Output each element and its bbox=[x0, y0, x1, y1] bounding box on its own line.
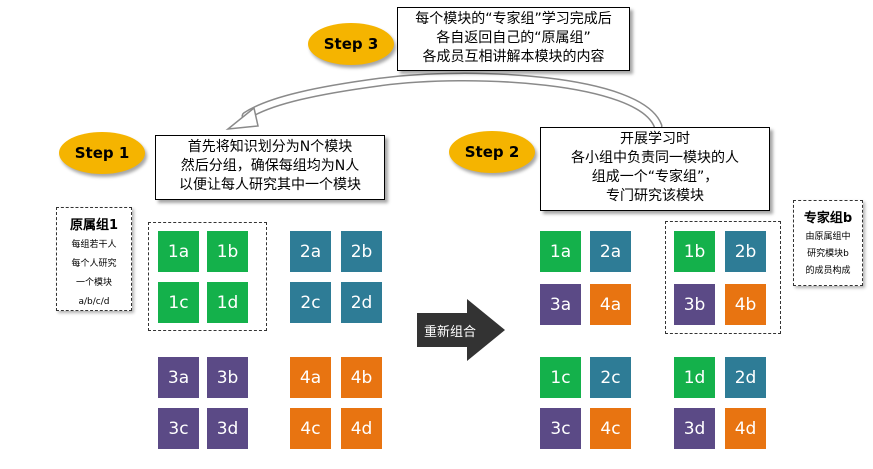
tile: 2d bbox=[725, 357, 766, 398]
expert-group-line: 的成员构成 bbox=[805, 266, 851, 276]
step3-line: 各成员互相讲解本模块的内容 bbox=[422, 49, 605, 65]
expert-group-title: 专家组b bbox=[803, 211, 853, 226]
tile: 3d bbox=[207, 408, 248, 449]
home-group-title: 原属组1 bbox=[69, 218, 119, 233]
tile: 3b bbox=[207, 357, 248, 398]
tile: 3c bbox=[540, 408, 581, 449]
step2-line: 专门研究该模块 bbox=[606, 188, 704, 204]
step2-description: 开展学习时 各小组中负责同一模块的人 组成一个“专家组”， 专门研究该模块 bbox=[540, 127, 770, 211]
step2-label: Step 2 bbox=[464, 143, 520, 161]
tile: 4c bbox=[290, 408, 331, 449]
tile: 2c bbox=[590, 357, 631, 398]
step3-description: 每个模块的“专家组”学习完成后 各自返回自己的“原属组” 各成员互相讲解本模块的… bbox=[397, 7, 630, 71]
step3-line: 每个模块的“专家组”学习完成后 bbox=[415, 11, 612, 27]
tile: 2b bbox=[725, 231, 766, 272]
step1-line: 以便让每人研究其中一个模块 bbox=[179, 177, 361, 193]
tile: 1a bbox=[540, 231, 581, 272]
step3-label: Step 3 bbox=[323, 35, 379, 53]
expert-group-line: 研究模块b bbox=[807, 249, 849, 259]
step1-label: Step 1 bbox=[74, 144, 130, 162]
home-group-line: 每组若干人 bbox=[71, 240, 117, 250]
tile: 4c bbox=[590, 408, 631, 449]
step3-line: 各自返回自己的“原属组” bbox=[436, 30, 591, 46]
home-group-line: a/b/c/d bbox=[78, 297, 110, 307]
tile: 4a bbox=[290, 357, 331, 398]
tile: 4b bbox=[725, 284, 766, 325]
tile: 3a bbox=[540, 284, 581, 325]
tile: 1b bbox=[674, 231, 715, 272]
step2-badge: Step 2 bbox=[449, 131, 535, 173]
step3-badge: Step 3 bbox=[308, 23, 394, 65]
tile: 2d bbox=[341, 282, 382, 323]
step2-line: 开展学习时 bbox=[620, 131, 690, 147]
tile: 2a bbox=[290, 231, 331, 272]
home-group-line: 一个模块 bbox=[75, 278, 112, 288]
tile: 2b bbox=[341, 231, 382, 272]
tile: 1b bbox=[207, 231, 248, 272]
step1-description: 首先将知识划分为N个模块 然后分组，确保每组均为N人 以便让每人研究其中一个模块 bbox=[155, 135, 385, 200]
tile: 2c bbox=[290, 282, 331, 323]
tile: 1d bbox=[207, 282, 248, 323]
expert-group-line: 由原属组中 bbox=[805, 232, 851, 242]
tile: 3a bbox=[158, 357, 199, 398]
expert-group-note: 专家组b 由原属组中 研究模块b 的成员构成 bbox=[793, 200, 863, 286]
tile: 3c bbox=[158, 408, 199, 449]
regroup-label: 重新组合 bbox=[424, 325, 477, 340]
step1-line: 然后分组，确保每组均为N人 bbox=[180, 158, 360, 174]
step2-line: 组成一个“专家组”， bbox=[591, 169, 719, 185]
step2-line: 各小组中负责同一模块的人 bbox=[571, 150, 739, 166]
tile: 1c bbox=[540, 357, 581, 398]
tile: 4d bbox=[725, 408, 766, 449]
tile: 3d bbox=[674, 408, 715, 449]
tile: 2a bbox=[590, 231, 631, 272]
step1-badge: Step 1 bbox=[59, 132, 145, 174]
tile: 4b bbox=[341, 357, 382, 398]
home-group-note: 原属组1 每组若干人 每个人研究 一个模块 a/b/c/d bbox=[56, 207, 132, 311]
home-group-line: 每个人研究 bbox=[71, 259, 117, 269]
tile: 4d bbox=[341, 408, 382, 449]
tile: 1a bbox=[158, 231, 199, 272]
regroup-arrow bbox=[417, 299, 505, 361]
tile: 3b bbox=[674, 284, 715, 325]
step1-line: 首先将知识划分为N个模块 bbox=[187, 139, 353, 155]
tile: 4a bbox=[590, 284, 631, 325]
tile: 1c bbox=[158, 282, 199, 323]
tile: 1d bbox=[674, 357, 715, 398]
home-group-frame bbox=[148, 222, 267, 331]
expert-group-frame bbox=[665, 221, 781, 334]
